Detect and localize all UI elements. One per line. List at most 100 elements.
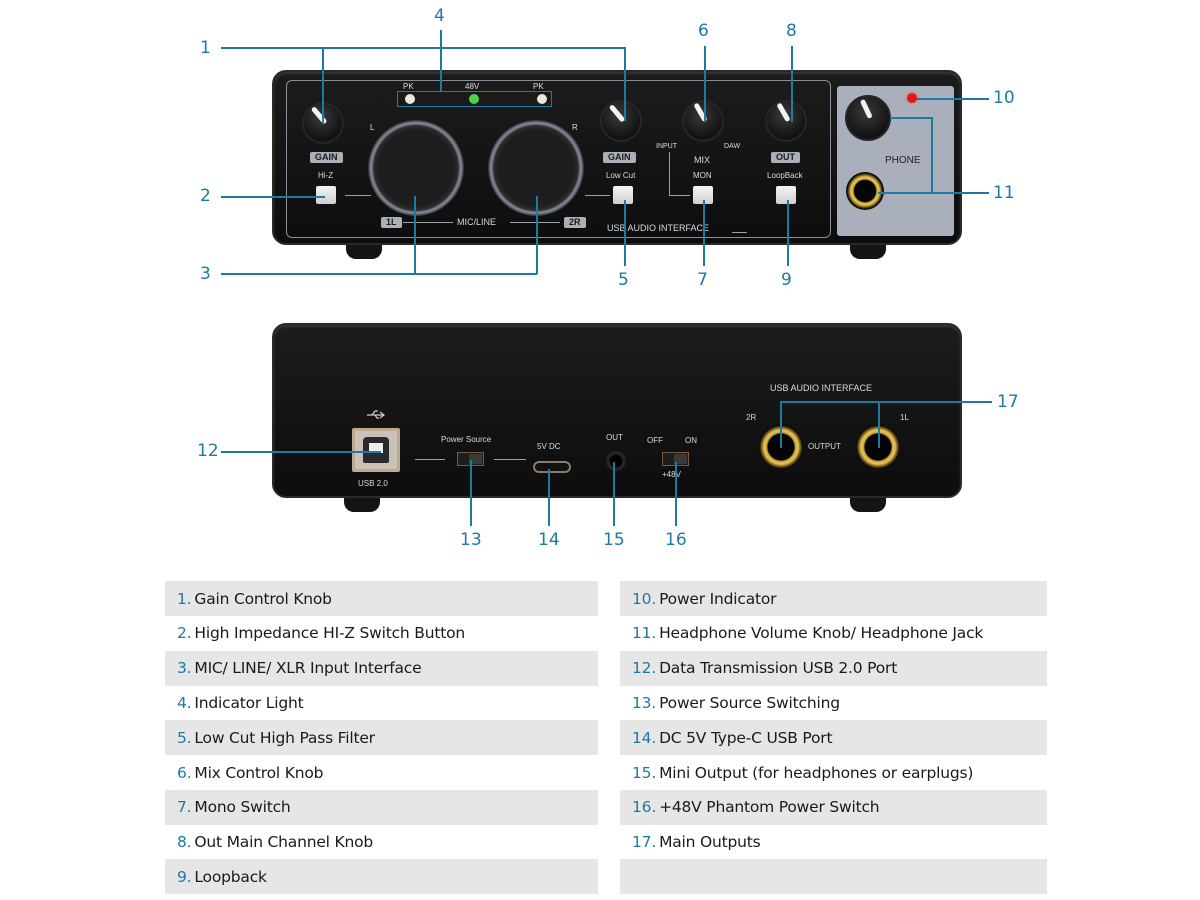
rear-title: USB AUDIO INTERFACE — [770, 383, 873, 393]
legend-number: 11. — [632, 624, 657, 643]
callout-17-drop-a — [780, 401, 782, 448]
front-foot-left — [346, 245, 382, 259]
legend-number: 16. — [632, 798, 657, 817]
callout-11-bottom — [878, 192, 989, 194]
callout-1-drop-a — [322, 47, 324, 124]
callout-16-line — [675, 462, 677, 526]
callout-13-line — [470, 460, 472, 526]
callout-2-line — [221, 196, 325, 198]
callout-17-drop-b — [878, 401, 880, 448]
power-led — [907, 93, 917, 103]
legend-row: 2.High Impedance HI-Z Switch Button — [165, 616, 598, 651]
lowcut-line — [585, 195, 610, 196]
led-pk-right-label: PK — [533, 82, 544, 91]
phantom-off-label: OFF — [647, 436, 663, 445]
callout-13: 13 — [460, 530, 482, 550]
legend-text: Main Outputs — [659, 833, 761, 852]
callout-15: 15 — [603, 530, 625, 550]
legend-row: 12.Data Transmission USB 2.0 Port — [620, 650, 1047, 686]
legend-row: 3.MIC/ LINE/ XLR Input Interface — [165, 650, 598, 686]
legend-number: 9. — [177, 867, 192, 886]
legend-number: 6. — [177, 763, 192, 782]
legend-number: 8. — [177, 833, 192, 852]
brand-line: USB AUDIO INTERFACE — [607, 223, 710, 233]
phone-label: PHONE — [885, 155, 921, 166]
mon-button[interactable] — [693, 186, 713, 204]
callout-4: 4 — [434, 6, 445, 26]
loopback-button[interactable] — [776, 186, 796, 204]
mix-knob[interactable] — [682, 100, 724, 142]
rear-foot-left — [344, 498, 380, 512]
legend-text: Gain Control Knob — [194, 589, 332, 608]
ch1-tag: 1L — [381, 217, 402, 228]
lowcut-button[interactable] — [613, 186, 633, 204]
usb-b-port[interactable] — [352, 428, 400, 472]
ch2-gain-knob[interactable] — [600, 100, 642, 142]
front-foot-right — [850, 245, 886, 259]
callout-7: 7 — [697, 270, 708, 290]
callout-17: 17 — [997, 392, 1019, 412]
callout-12: 12 — [197, 441, 219, 461]
ch2-gain-label: GAIN — [603, 152, 636, 163]
ch1-side-label: L — [370, 123, 375, 132]
mix-input-label: INPUT — [656, 143, 677, 150]
hiz-line — [345, 195, 371, 196]
callout-5: 5 — [618, 270, 629, 290]
callout-3-line — [221, 273, 537, 275]
legend-row: 6.Mix Control Knob — [165, 755, 598, 790]
mix-daw-label: DAW — [724, 143, 741, 150]
legend-text: Mix Control Knob — [194, 763, 324, 782]
usb-label: USB 2.0 — [358, 479, 388, 488]
legend-text: Power Indicator — [659, 589, 777, 608]
dc-label: 5V DC — [537, 442, 561, 451]
callout-15-line — [613, 462, 615, 526]
callout-8: 8 — [786, 21, 797, 41]
led-48v-label: 48V — [465, 82, 480, 91]
callout-10: 10 — [993, 88, 1015, 108]
headphone-jack[interactable] — [846, 172, 884, 210]
power-source-switch[interactable] — [457, 452, 484, 466]
legend-number: 3. — [177, 659, 192, 678]
legend-row: 11.Headphone Volume Knob/ Headphone Jack — [620, 616, 1047, 651]
callout-9: 9 — [781, 270, 792, 290]
callout-14: 14 — [538, 530, 560, 550]
legend-row: 9.Loopback — [165, 859, 598, 895]
ch1-gain-label: GAIN — [310, 152, 343, 163]
legend-row: 17.Main Outputs — [620, 825, 1047, 860]
mic-line-rule-right — [510, 222, 560, 223]
legend-text: Low Cut High Pass Filter — [194, 728, 375, 747]
indicator-led-box — [397, 91, 552, 107]
callout-8-line — [791, 46, 793, 122]
legend-text: Out Main Channel Knob — [194, 833, 374, 852]
legend-text: Loopback — [194, 867, 267, 886]
xlr-input-1[interactable] — [368, 120, 464, 216]
callout-3-drop-a — [414, 196, 416, 274]
legend-text: Power Source Switching — [659, 693, 840, 712]
legend-text: +48V Phantom Power Switch — [659, 798, 880, 817]
front-faceplate — [286, 80, 831, 238]
output-label: OUTPUT — [808, 442, 841, 451]
mon-bracket — [669, 152, 690, 196]
legend-row: 5.Low Cut High Pass Filter — [165, 720, 598, 756]
legend-number: 13. — [632, 693, 657, 712]
callout-17-line — [780, 401, 992, 403]
legend-number: 4. — [177, 693, 192, 712]
out-knob[interactable] — [765, 100, 807, 142]
legend-number: 1. — [177, 589, 192, 608]
headphone-volume-knob[interactable] — [845, 95, 891, 141]
callout-14-line — [548, 469, 550, 526]
mini-output-jack[interactable] — [605, 450, 627, 472]
brand-rule — [732, 232, 747, 233]
legend-number: 5. — [177, 728, 192, 747]
callout-2: 2 — [200, 186, 211, 206]
legend-row — [620, 859, 1047, 895]
phantom-switch[interactable] — [662, 452, 689, 466]
legend-number: 10. — [632, 589, 657, 608]
led-pk-left-label: PK — [403, 82, 414, 91]
legend-row: 14.DC 5V Type-C USB Port — [620, 720, 1047, 756]
callout-10-line — [917, 98, 989, 100]
usb-c-port[interactable] — [533, 461, 571, 473]
legend-row: 13.Power Source Switching — [620, 685, 1047, 720]
hiz-button[interactable] — [316, 186, 336, 204]
mic-line-label: MIC/LINE — [457, 217, 497, 227]
